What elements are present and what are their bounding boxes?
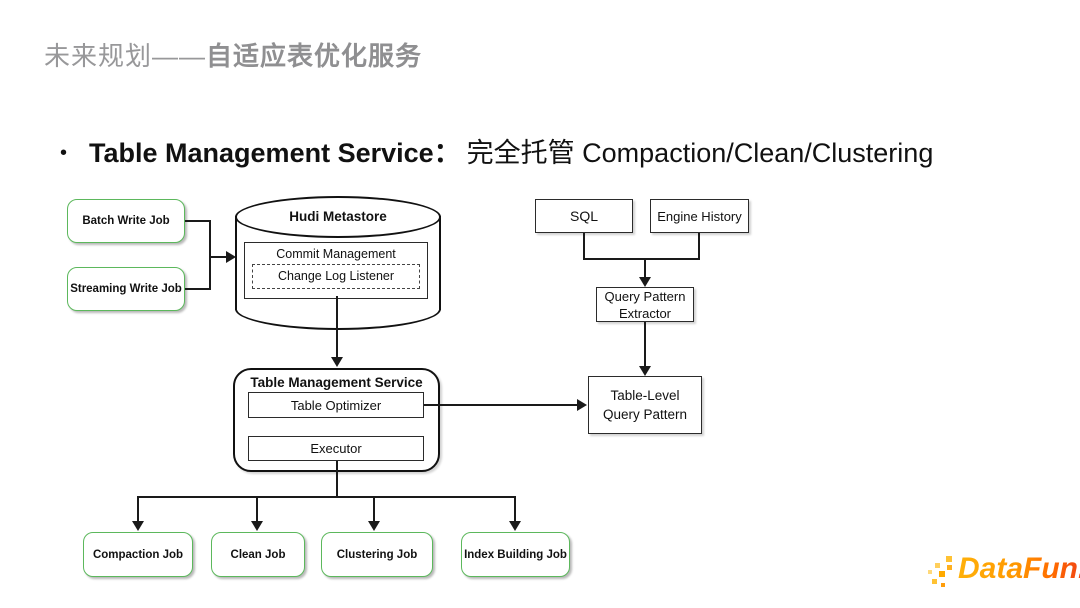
bullet-marker: • bbox=[60, 142, 68, 164]
connector-to-index-building bbox=[514, 496, 516, 522]
node-index-building-job: Index Building Job bbox=[461, 532, 570, 577]
connector-query-merge bbox=[583, 258, 700, 260]
query-pattern-extractor-line1: Query Pattern bbox=[604, 288, 686, 304]
node-commit-management: Commit Management Change Log Listener bbox=[244, 242, 428, 299]
connector-extractor-to-tlqp bbox=[644, 322, 646, 367]
commit-management-label: Commit Management bbox=[276, 247, 396, 261]
node-sql: SQL bbox=[535, 199, 633, 233]
arrowhead-into-clean bbox=[251, 521, 263, 531]
bullet-line: • Table Management Service：完全托管 Compactio… bbox=[60, 131, 933, 170]
arrowhead-optimizer-to-tlqp bbox=[577, 399, 587, 411]
node-compaction-job: Compaction Job bbox=[83, 532, 193, 577]
connector-to-compaction bbox=[137, 496, 139, 522]
node-clean-job: Clean Job bbox=[211, 532, 305, 577]
page-title-bold: 自适应表优化服务 bbox=[206, 41, 423, 71]
connector-streaming-out bbox=[185, 288, 209, 290]
node-executor: Executor bbox=[248, 436, 424, 461]
connector-batch-out bbox=[185, 220, 209, 222]
connector-to-extractor bbox=[644, 258, 646, 278]
connector-jobs-branch bbox=[137, 496, 516, 498]
datafun-logo-text: DataFun. bbox=[958, 552, 1080, 586]
datafun-logo: DataFun. bbox=[926, 550, 1080, 596]
connector-executor-down bbox=[336, 461, 338, 497]
arrowhead-into-compaction bbox=[132, 521, 144, 531]
datafun-dots-icon bbox=[926, 556, 958, 592]
arrowhead-into-metastore bbox=[226, 251, 236, 263]
bullet-term: Table Management Service： bbox=[89, 138, 461, 168]
arrowhead-into-tlqp bbox=[639, 366, 651, 376]
arrowhead-into-clustering bbox=[368, 521, 380, 531]
table-level-query-pattern-line2: Query Pattern bbox=[602, 407, 688, 422]
node-clustering-job: Clustering Job bbox=[321, 532, 433, 577]
node-batch-write-job: Batch Write Job bbox=[67, 199, 185, 243]
connector-engine-history-down bbox=[698, 233, 700, 260]
node-hudi-metastore: Hudi Metastore bbox=[289, 209, 387, 224]
node-query-pattern-extractor: Query Pattern Extractor bbox=[596, 287, 694, 322]
connector-to-clean bbox=[256, 496, 258, 522]
connector-sql-down bbox=[583, 233, 585, 260]
arrowhead-into-index-building bbox=[509, 521, 521, 531]
arrowhead-into-tms bbox=[331, 357, 343, 367]
connector-to-clustering bbox=[373, 496, 375, 522]
node-streaming-write-job: Streaming Write Job bbox=[67, 267, 185, 311]
arrowhead-into-extractor bbox=[639, 277, 651, 287]
metastore-cylinder-top bbox=[235, 196, 441, 238]
connector-metastore-to-tms bbox=[336, 296, 338, 358]
bullet-text: 完全托管 Compaction/Clean/Clustering bbox=[466, 138, 934, 168]
node-table-optimizer: Table Optimizer bbox=[248, 392, 424, 418]
node-change-log-listener: Change Log Listener bbox=[252, 264, 420, 289]
node-engine-history: Engine History bbox=[650, 199, 749, 233]
table-level-query-pattern-line1: Table-Level bbox=[610, 388, 680, 403]
connector-writes-merge bbox=[209, 220, 211, 290]
connector-optimizer-to-tlqp bbox=[424, 404, 578, 406]
node-table-level-query-pattern: Table-Level Query Pattern bbox=[588, 376, 702, 434]
page-title-regular: 未来规划—— bbox=[44, 41, 207, 71]
connector-writes-to-metastore bbox=[209, 256, 229, 258]
table-management-service-label: Table Management Service bbox=[250, 375, 423, 390]
query-pattern-extractor-line2: Extractor bbox=[618, 305, 671, 321]
page-title: 未来规划——自适应表优化服务 bbox=[44, 36, 422, 73]
